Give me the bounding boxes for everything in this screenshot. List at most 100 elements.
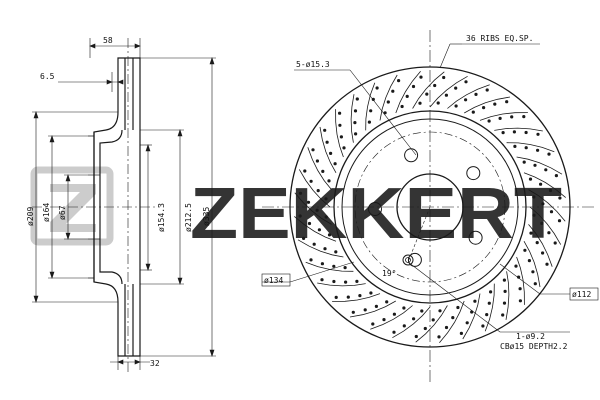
- drill-hole: [532, 213, 536, 217]
- dim-outer-diameter: ø335: [202, 207, 211, 226]
- watermark-logo-icon: [30, 166, 114, 246]
- drill-hole: [334, 295, 338, 299]
- vent-rib: [447, 84, 490, 109]
- bolt-circle: [354, 131, 506, 283]
- vent-ribs: [294, 71, 566, 343]
- drill-hole: [524, 130, 528, 135]
- vent-rib: [350, 94, 355, 143]
- friction-ring-inner-edge: [333, 110, 527, 304]
- side-dimensions: [32, 38, 216, 370]
- drill-hole: [414, 334, 418, 339]
- label-pcd: ø134: [264, 276, 283, 285]
- drill-hole: [309, 258, 313, 262]
- drill-hole: [518, 299, 523, 303]
- drill-hole: [315, 208, 319, 212]
- drill-hole: [454, 104, 458, 108]
- drill-hole: [533, 282, 537, 286]
- drill-hole: [501, 131, 505, 135]
- vent-rib: [516, 256, 525, 305]
- drill-hole: [405, 94, 409, 98]
- drill-hole: [518, 287, 522, 291]
- drill-hole: [355, 97, 359, 101]
- drill-hole: [382, 318, 386, 322]
- drill-hole: [487, 301, 491, 305]
- drill-hole: [513, 144, 517, 148]
- drill-hole: [309, 179, 313, 183]
- center-bore-circle: [396, 173, 464, 241]
- drill-hole: [383, 111, 387, 115]
- drill-hole: [344, 280, 348, 284]
- label-aux-hole: 1-ø9.2: [516, 332, 545, 341]
- vent-rib: [528, 224, 553, 267]
- drill-hole: [363, 308, 367, 312]
- drill-hole: [464, 98, 468, 102]
- drill-hole: [311, 148, 315, 152]
- vent-rib: [370, 305, 413, 330]
- drill-hole: [358, 294, 362, 298]
- front-view: [262, 30, 596, 384]
- drill-hole: [547, 231, 551, 235]
- drill-hole: [438, 309, 442, 313]
- vent-rib: [523, 241, 541, 288]
- drill-hole: [541, 251, 545, 255]
- drill-hole: [558, 196, 562, 200]
- drill-hole: [412, 317, 416, 321]
- vent-rib: [464, 96, 511, 114]
- drill-hole: [535, 241, 539, 245]
- drill-hole: [298, 214, 302, 218]
- drill-hole: [553, 241, 557, 245]
- aux-hole: [402, 254, 414, 266]
- dim-braking-inner-diameter: ø212.5: [184, 203, 193, 232]
- drill-hole: [548, 188, 553, 193]
- drill-hole: [329, 151, 333, 155]
- drill-hole: [485, 88, 489, 92]
- drill-hole: [471, 110, 475, 114]
- drill-hole: [327, 233, 332, 237]
- watermark: ZEKKERT: [30, 166, 562, 254]
- drill-hole: [437, 335, 441, 339]
- aux-hole-inner: [405, 257, 411, 263]
- vent-rib: [294, 216, 337, 242]
- vent-rib: [319, 126, 337, 173]
- drill-hole: [303, 169, 307, 173]
- vent-rib: [462, 293, 481, 340]
- drill-hole: [532, 195, 536, 199]
- bolt-hole: [368, 202, 382, 216]
- drill-hole: [411, 84, 416, 89]
- dim-overall-thickness: 58: [103, 36, 113, 45]
- vent-rib: [506, 142, 555, 153]
- drill-hole: [392, 312, 396, 316]
- drill-hole: [316, 189, 320, 193]
- drill-hole: [374, 304, 378, 308]
- vent-rib: [392, 306, 431, 339]
- drill-hole: [549, 210, 554, 214]
- drill-hole: [456, 305, 460, 310]
- drill-hole: [338, 123, 342, 127]
- dim-hat-inner-diameter: ø154.3: [157, 203, 166, 232]
- drill-hole: [332, 279, 336, 284]
- drill-hole: [351, 310, 355, 314]
- drill-hole: [423, 326, 427, 331]
- drill-hole: [320, 278, 324, 282]
- drill-hole: [442, 75, 446, 80]
- drill-hole: [501, 313, 505, 317]
- watermark-brand: ZEKKERT: [190, 174, 562, 254]
- drill-hole: [540, 221, 544, 225]
- drill-hole: [547, 152, 551, 156]
- drill-hole: [298, 191, 303, 195]
- drill-hole: [425, 92, 429, 96]
- vent-rib: [439, 300, 465, 343]
- vent-rib: [415, 305, 448, 343]
- dim-hub-thickness: 32: [150, 359, 160, 368]
- bolt-hole: [404, 148, 419, 163]
- drill-hole: [465, 321, 469, 325]
- vent-rib: [412, 71, 445, 109]
- disc-outer-edge: [289, 66, 571, 348]
- drill-hole: [325, 140, 329, 144]
- drill-hole: [320, 262, 324, 266]
- drill-hole: [367, 120, 371, 124]
- drill-hole: [527, 259, 532, 263]
- drill-hole: [514, 264, 518, 268]
- drill-hole: [517, 275, 521, 279]
- drill-hole: [327, 179, 331, 183]
